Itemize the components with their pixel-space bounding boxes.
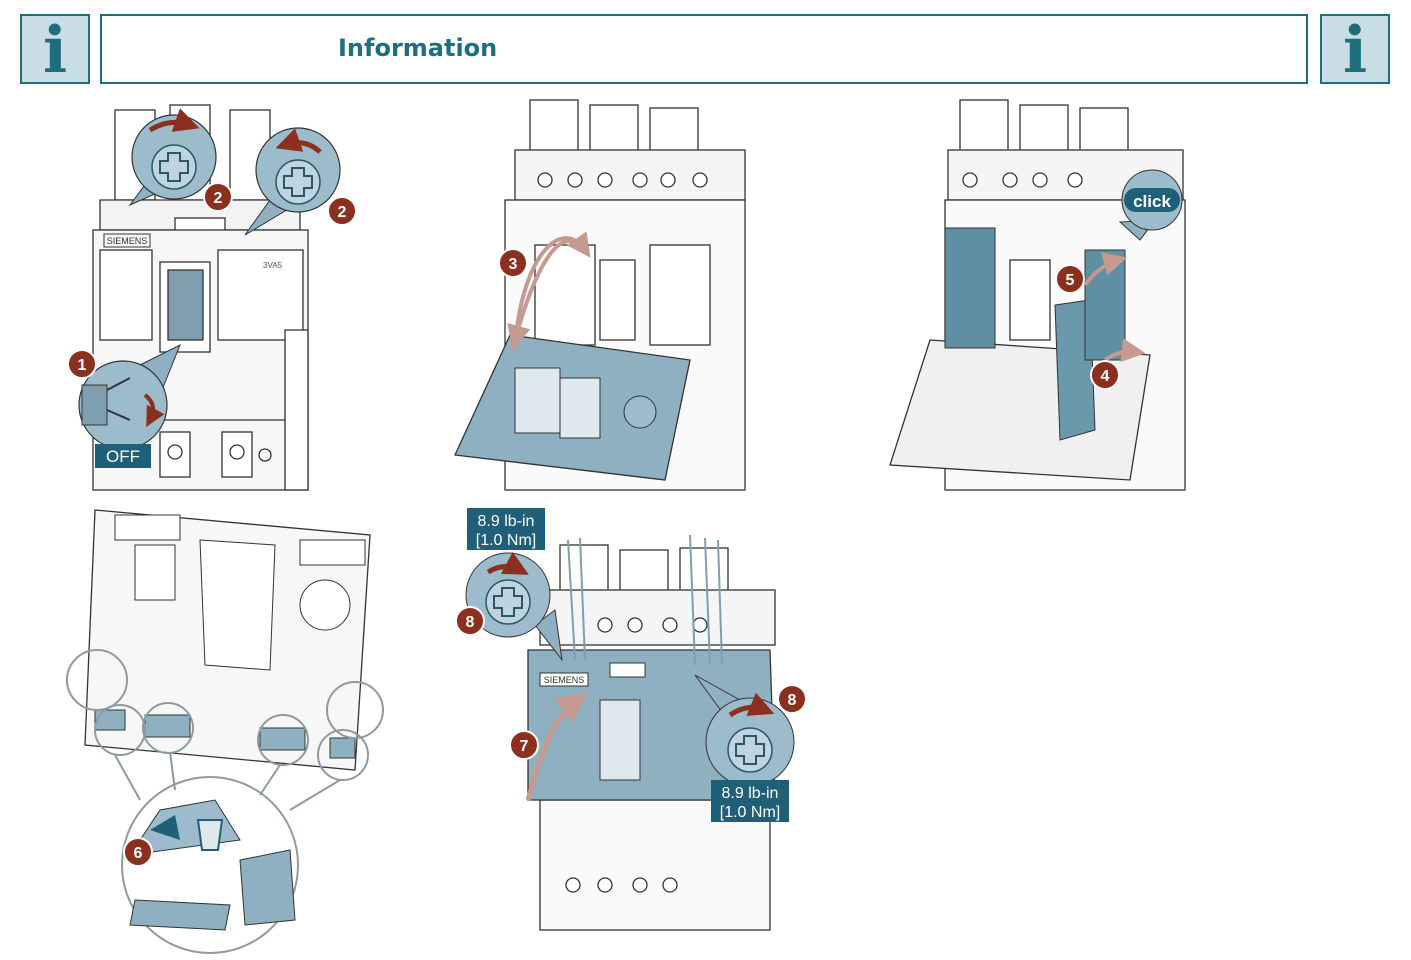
torque-tag-left bbox=[467, 508, 545, 550]
torque-right-metric: [1.0 Nm] bbox=[720, 804, 780, 821]
header-bar: Information bbox=[100, 14, 1308, 84]
information-icon: i bbox=[42, 13, 68, 88]
step-badge-5: 5 bbox=[1055, 264, 1085, 294]
step-badge-2a: 2 bbox=[203, 182, 233, 212]
svg-text:8: 8 bbox=[788, 692, 797, 709]
torque-left-metric: [1.0 Nm] bbox=[476, 532, 536, 549]
close-cover-arrow-icon bbox=[525, 693, 588, 801]
rotate-cw-arrow-icon bbox=[486, 551, 529, 575]
step-badge-2b: 2 bbox=[327, 196, 357, 226]
svg-text:6: 6 bbox=[134, 845, 143, 862]
brand-label: SIEMENS bbox=[544, 675, 585, 685]
insert-arrow-icon bbox=[1083, 252, 1128, 287]
info-icon-left: i bbox=[20, 13, 90, 88]
info-icon-right: i bbox=[1320, 13, 1390, 88]
screw-bubble-left bbox=[128, 108, 217, 207]
click-bubble: click bbox=[1118, 169, 1183, 241]
panel-step-4-5: click 5 4 bbox=[889, 99, 1186, 491]
svg-text:5: 5 bbox=[1066, 272, 1075, 289]
panel-step-7-8: SIEMENS 7 8.9 lb-in [1.0 Nm] 8 bbox=[455, 508, 807, 931]
zoom-callouts bbox=[66, 649, 384, 954]
torque-bubble-right bbox=[694, 674, 795, 787]
step-badge-8a: 8 bbox=[455, 606, 485, 636]
torque-bubble-left bbox=[465, 551, 563, 662]
step-badge-7: 7 bbox=[509, 730, 539, 760]
panel-step-6: 6 bbox=[66, 509, 384, 954]
rotate-ccw-arrow-icon bbox=[148, 108, 200, 133]
step-badge-1: 1 bbox=[67, 349, 97, 379]
phillips-screw-icon bbox=[159, 152, 189, 182]
step-badge-4: 4 bbox=[1090, 360, 1120, 390]
svg-text:3: 3 bbox=[509, 256, 518, 273]
screw-bubble-right bbox=[244, 127, 341, 236]
svg-text:4: 4 bbox=[1101, 368, 1110, 385]
phillips-screw-icon bbox=[493, 587, 523, 617]
click-label: click bbox=[1133, 192, 1171, 211]
brand-plate bbox=[103, 233, 151, 248]
off-label: OFF bbox=[106, 447, 140, 466]
swing-down-arrow-icon bbox=[507, 238, 587, 350]
trash-bin-icon bbox=[196, 819, 224, 851]
svg-text:2: 2 bbox=[338, 204, 347, 221]
page-title: Information bbox=[338, 34, 498, 62]
push-arrow-icon bbox=[1103, 338, 1146, 363]
phillips-screw-icon bbox=[735, 735, 765, 765]
rotate-cw-arrow-icon bbox=[728, 692, 775, 718]
zoom-detail bbox=[128, 799, 296, 931]
torque-tag-right bbox=[711, 780, 789, 822]
auxiliary-contact-block bbox=[944, 227, 996, 349]
breaker-accessory-body bbox=[889, 99, 1186, 491]
brand-label: SIEMENS bbox=[107, 236, 148, 246]
information-icon: i bbox=[1342, 13, 1368, 88]
rotate-down-arrow-icon bbox=[143, 393, 165, 428]
breaker-closed-body bbox=[539, 544, 776, 931]
svg-text:8: 8 bbox=[466, 614, 475, 631]
side-cutter-icon bbox=[150, 815, 180, 840]
svg-text:2: 2 bbox=[214, 190, 223, 207]
step-badge-6: 6 bbox=[123, 837, 153, 867]
svg-text:7: 7 bbox=[520, 738, 529, 755]
torque-left-imperial: 8.9 lb-in bbox=[478, 513, 535, 530]
step-badge-3: 3 bbox=[498, 248, 528, 278]
wires bbox=[567, 534, 723, 666]
panel-step-1-2: SIEMENS 3VA5 2 2 bbox=[67, 104, 357, 491]
torque-right-imperial: 8.9 lb-in bbox=[722, 785, 779, 802]
model-label: 3VA5 bbox=[263, 261, 283, 270]
phillips-screw-icon bbox=[283, 167, 313, 197]
off-tag bbox=[95, 444, 151, 468]
off-bubble bbox=[78, 343, 181, 450]
rotate-ccw-arrow-icon bbox=[275, 128, 322, 154]
step-badge-8b: 8 bbox=[777, 684, 807, 714]
svg-text:1: 1 bbox=[78, 357, 87, 374]
panel-step-3: 3 bbox=[454, 99, 746, 491]
